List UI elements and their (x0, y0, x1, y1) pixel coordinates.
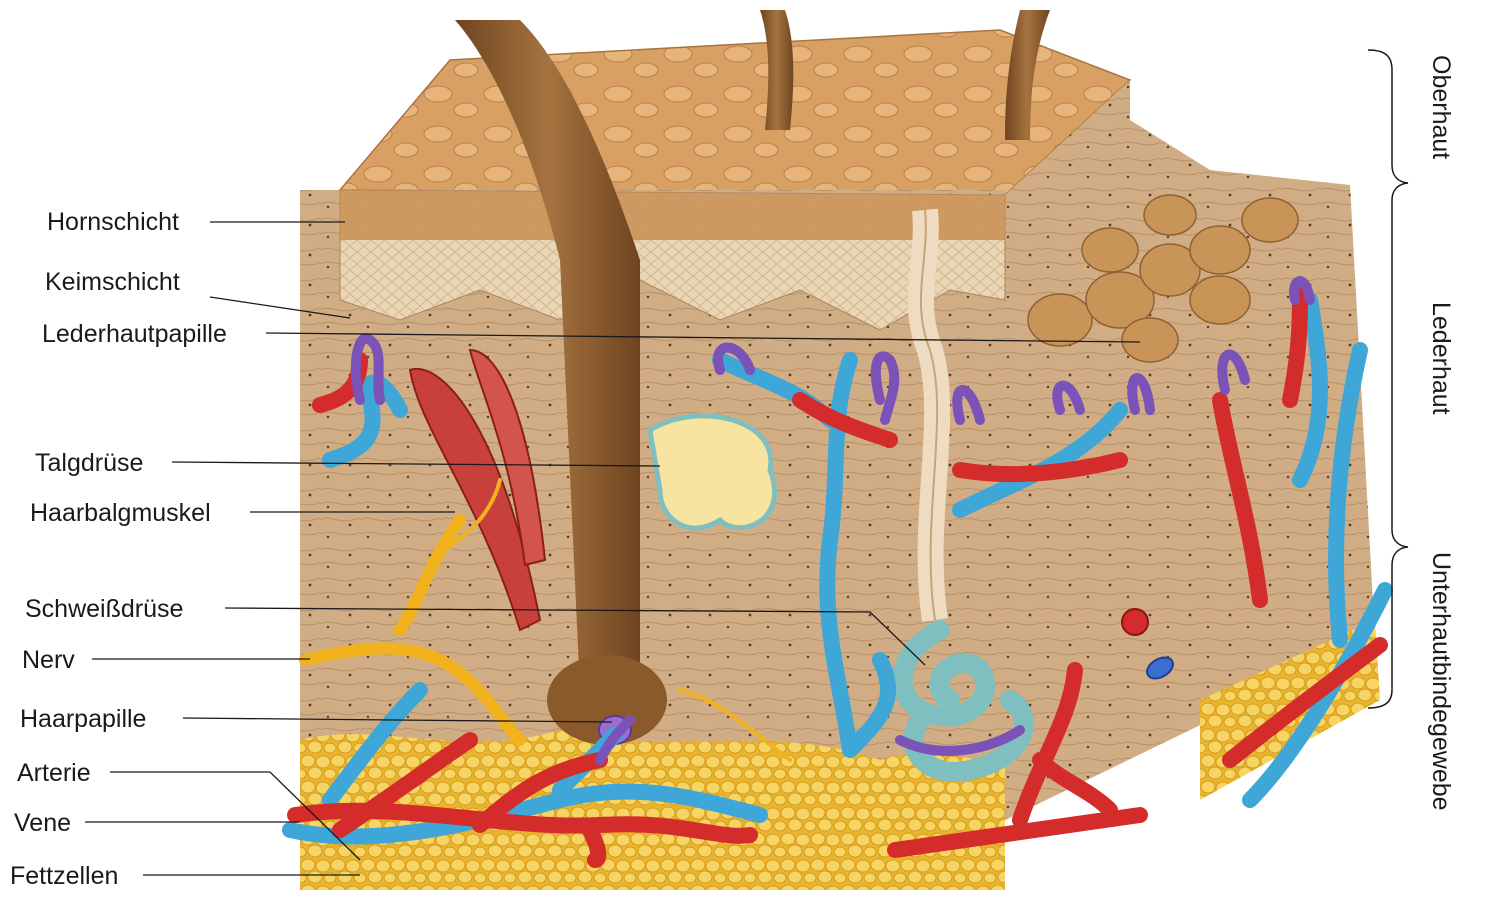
label-arterie: Arterie (17, 761, 91, 786)
label-hornschicht: Hornschicht (47, 210, 179, 235)
label-nerv: Nerv (22, 648, 75, 673)
layer-label-unterhautbindegewebe: Unterhautbindegewebe (1428, 552, 1453, 811)
label-talgdruese: Talgdrüse (35, 451, 143, 476)
layer-label-lederhaut: Lederhaut (1428, 302, 1453, 415)
label-haarbalgmuskel: Haarbalgmuskel (30, 501, 211, 526)
label-lederhautpapille: Lederhautpapille (42, 322, 227, 347)
label-haarpapille: Haarpapille (20, 707, 146, 732)
label-vene: Vene (14, 811, 71, 836)
label-schweissdruese: Schweißdrüse (25, 597, 183, 622)
label-fettzellen: Fettzellen (10, 864, 118, 889)
layer-label-oberhaut: Oberhaut (1428, 55, 1453, 159)
label-keimschicht: Keimschicht (45, 270, 180, 295)
